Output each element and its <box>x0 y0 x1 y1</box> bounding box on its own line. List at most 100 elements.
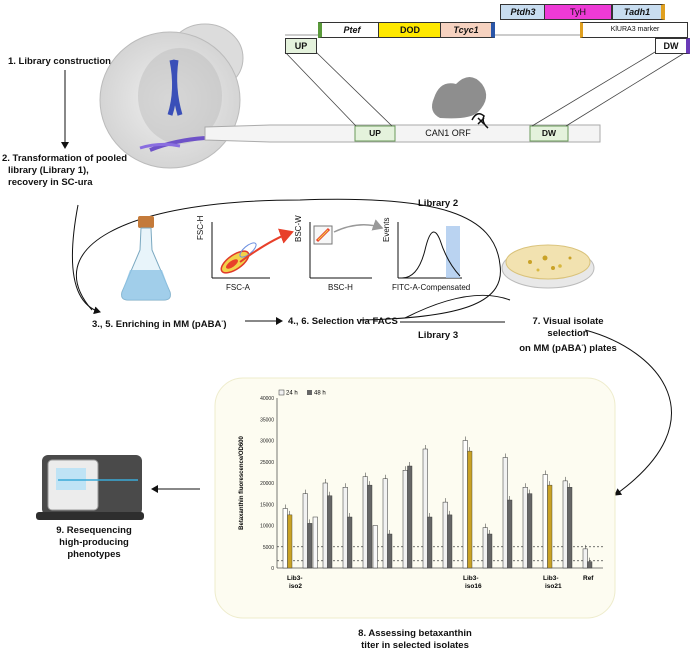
cas9-icon <box>432 77 489 129</box>
chart-bar-48h <box>507 499 513 569</box>
chart-bar-24h <box>442 501 448 569</box>
facs-p1-ylabel: FSC-H <box>196 215 205 240</box>
step-7-line3: on MM (pABA-) plates <box>519 343 617 355</box>
facs-p2-ylabel: BSC-W <box>294 215 303 242</box>
step-2-line1: 2. Transformation of pooled <box>2 153 128 164</box>
chart-bar-24h <box>502 457 508 569</box>
step-8-line2: titer in selected isolates <box>361 640 469 651</box>
chart-bar-48h <box>447 514 453 569</box>
chart-bar-48h <box>287 514 293 569</box>
up-homology: UP <box>285 38 317 54</box>
facs-p1-xlabel: FSC-A <box>226 283 250 292</box>
chart-bar-48h <box>487 533 493 569</box>
chart-bar-48h <box>547 484 553 569</box>
chart-x-label: Lib3- <box>543 575 559 582</box>
facs-histogram <box>397 222 462 279</box>
step-7-line2: selection <box>547 328 589 339</box>
chart-bar-24h <box>522 487 528 569</box>
facs-plot-bsc <box>309 219 384 279</box>
chart-bar-48h <box>387 533 393 569</box>
chart-bar-24h <box>382 478 388 569</box>
step-1-label: 1. Library construction <box>8 56 111 67</box>
facs-p3-xlabel: FITC-A-Compensated <box>392 283 471 292</box>
chromosome-up: UP <box>369 128 381 138</box>
chart-bar-48h <box>327 495 333 569</box>
klura3-marker: KlURA3 marker <box>580 22 688 38</box>
chart-bar-extra <box>372 525 378 569</box>
chart-bar-48h <box>367 484 373 569</box>
ptef-promoter: Ptef <box>318 22 383 38</box>
chart-bar-48h <box>427 516 433 569</box>
chart-x-label: Ref <box>583 575 594 582</box>
chart-bar-24h <box>582 548 588 569</box>
chart-bar-24h <box>322 482 328 569</box>
ptdh3-promoter: Ptdh3 <box>500 4 546 20</box>
flask-icon <box>121 216 171 301</box>
step-7-text: on MM (pABA <box>519 343 582 355</box>
step-46-label: 4., 6. Selection via FACS <box>288 316 398 327</box>
recombination-lines <box>284 51 687 127</box>
chart-bar-24h <box>302 493 308 569</box>
step-7-line1: 7. Visual isolate <box>532 316 604 327</box>
chart-bar-24h <box>482 527 488 569</box>
chart-y-axis-label: Betaxanthin fluorescence/OD600 <box>239 435 245 529</box>
step-9-line1: 9. Resequencing <box>56 525 132 536</box>
tyh-gene: TyH <box>544 4 612 20</box>
chart-y-tick-label: 30000 <box>260 439 274 445</box>
yeast-cell-icon <box>99 23 244 169</box>
chart-bar-48h <box>567 487 573 569</box>
step-9-line2: high-producing <box>59 537 129 548</box>
chart-bar-48h <box>587 561 593 569</box>
chart-y-tick-label: 0 <box>271 566 274 572</box>
chart-x-label: iso21 <box>545 583 562 590</box>
chart-y-tick-label: 40000 <box>260 396 274 402</box>
legend-label-48h: 48 h <box>314 391 326 397</box>
chart-bar-48h <box>527 493 533 569</box>
chart-x-label: iso2 <box>289 583 302 590</box>
facs-p2-xlabel: BSC-H <box>328 283 353 292</box>
step-9-line3: phenotypes <box>67 549 121 560</box>
chart-bar-48h <box>407 465 413 569</box>
step-35-label: 3., 5. Enriching in MM (pABA-) <box>92 319 227 331</box>
chromosome-dw: DW <box>541 128 557 138</box>
flow-arrows <box>61 70 672 496</box>
step-2-line3: recovery in SC-ura <box>8 177 93 188</box>
chart-x-label: Lib3- <box>287 575 303 582</box>
chart-bar-48h <box>467 450 473 569</box>
facs-p3-ylabel: Events <box>382 217 391 242</box>
betaxanthin-chart: 0500010000150002000025000300003500040000… <box>239 389 603 590</box>
chart-y-tick-label: 25000 <box>260 460 274 466</box>
step-35-close: ) <box>223 319 227 331</box>
sequencer-icon <box>36 455 144 520</box>
dw-homology: DW <box>655 38 690 54</box>
chart-bar-24h <box>562 480 568 569</box>
chart-y-tick-label: 5000 <box>263 545 274 551</box>
library-2-label: Library 2 <box>418 198 459 209</box>
library-3-label: Library 3 <box>418 330 459 341</box>
step-7-close: ) plates <box>583 343 617 355</box>
chart-y-tick-label: 10000 <box>260 524 274 530</box>
chromosome-bar <box>204 124 601 143</box>
step-2-line2: library (Library 1), <box>8 165 89 176</box>
legend-label-24h: 24 h <box>286 391 298 397</box>
chart-x-label: Lib3- <box>463 575 479 582</box>
chart-y-tick-label: 35000 <box>260 417 274 423</box>
step-8-line1: 8. Assessing betaxanthin <box>358 628 472 639</box>
petri-dish-icon <box>501 244 595 289</box>
chart-bar-24h <box>342 487 348 569</box>
legend-swatch-24h <box>278 389 285 396</box>
tcyc1-terminator: Tcyc1 <box>440 22 495 38</box>
chart-bar-48h <box>307 523 313 569</box>
chart-bar-24h <box>542 474 548 569</box>
dod-gene: DOD <box>378 22 442 38</box>
chart-bar-24h <box>362 476 368 569</box>
chart-bar-24h <box>462 440 468 569</box>
chart-bar-24h <box>402 470 408 569</box>
chart-bar-48h <box>347 516 353 569</box>
legend-swatch-48h <box>307 390 312 395</box>
chart-bar-24h <box>422 448 428 569</box>
chart-y-tick-label: 20000 <box>260 481 274 487</box>
chart-x-label: iso16 <box>465 583 482 590</box>
chart-bar-24h <box>282 508 288 569</box>
facs-plot-fsc <box>211 222 294 279</box>
